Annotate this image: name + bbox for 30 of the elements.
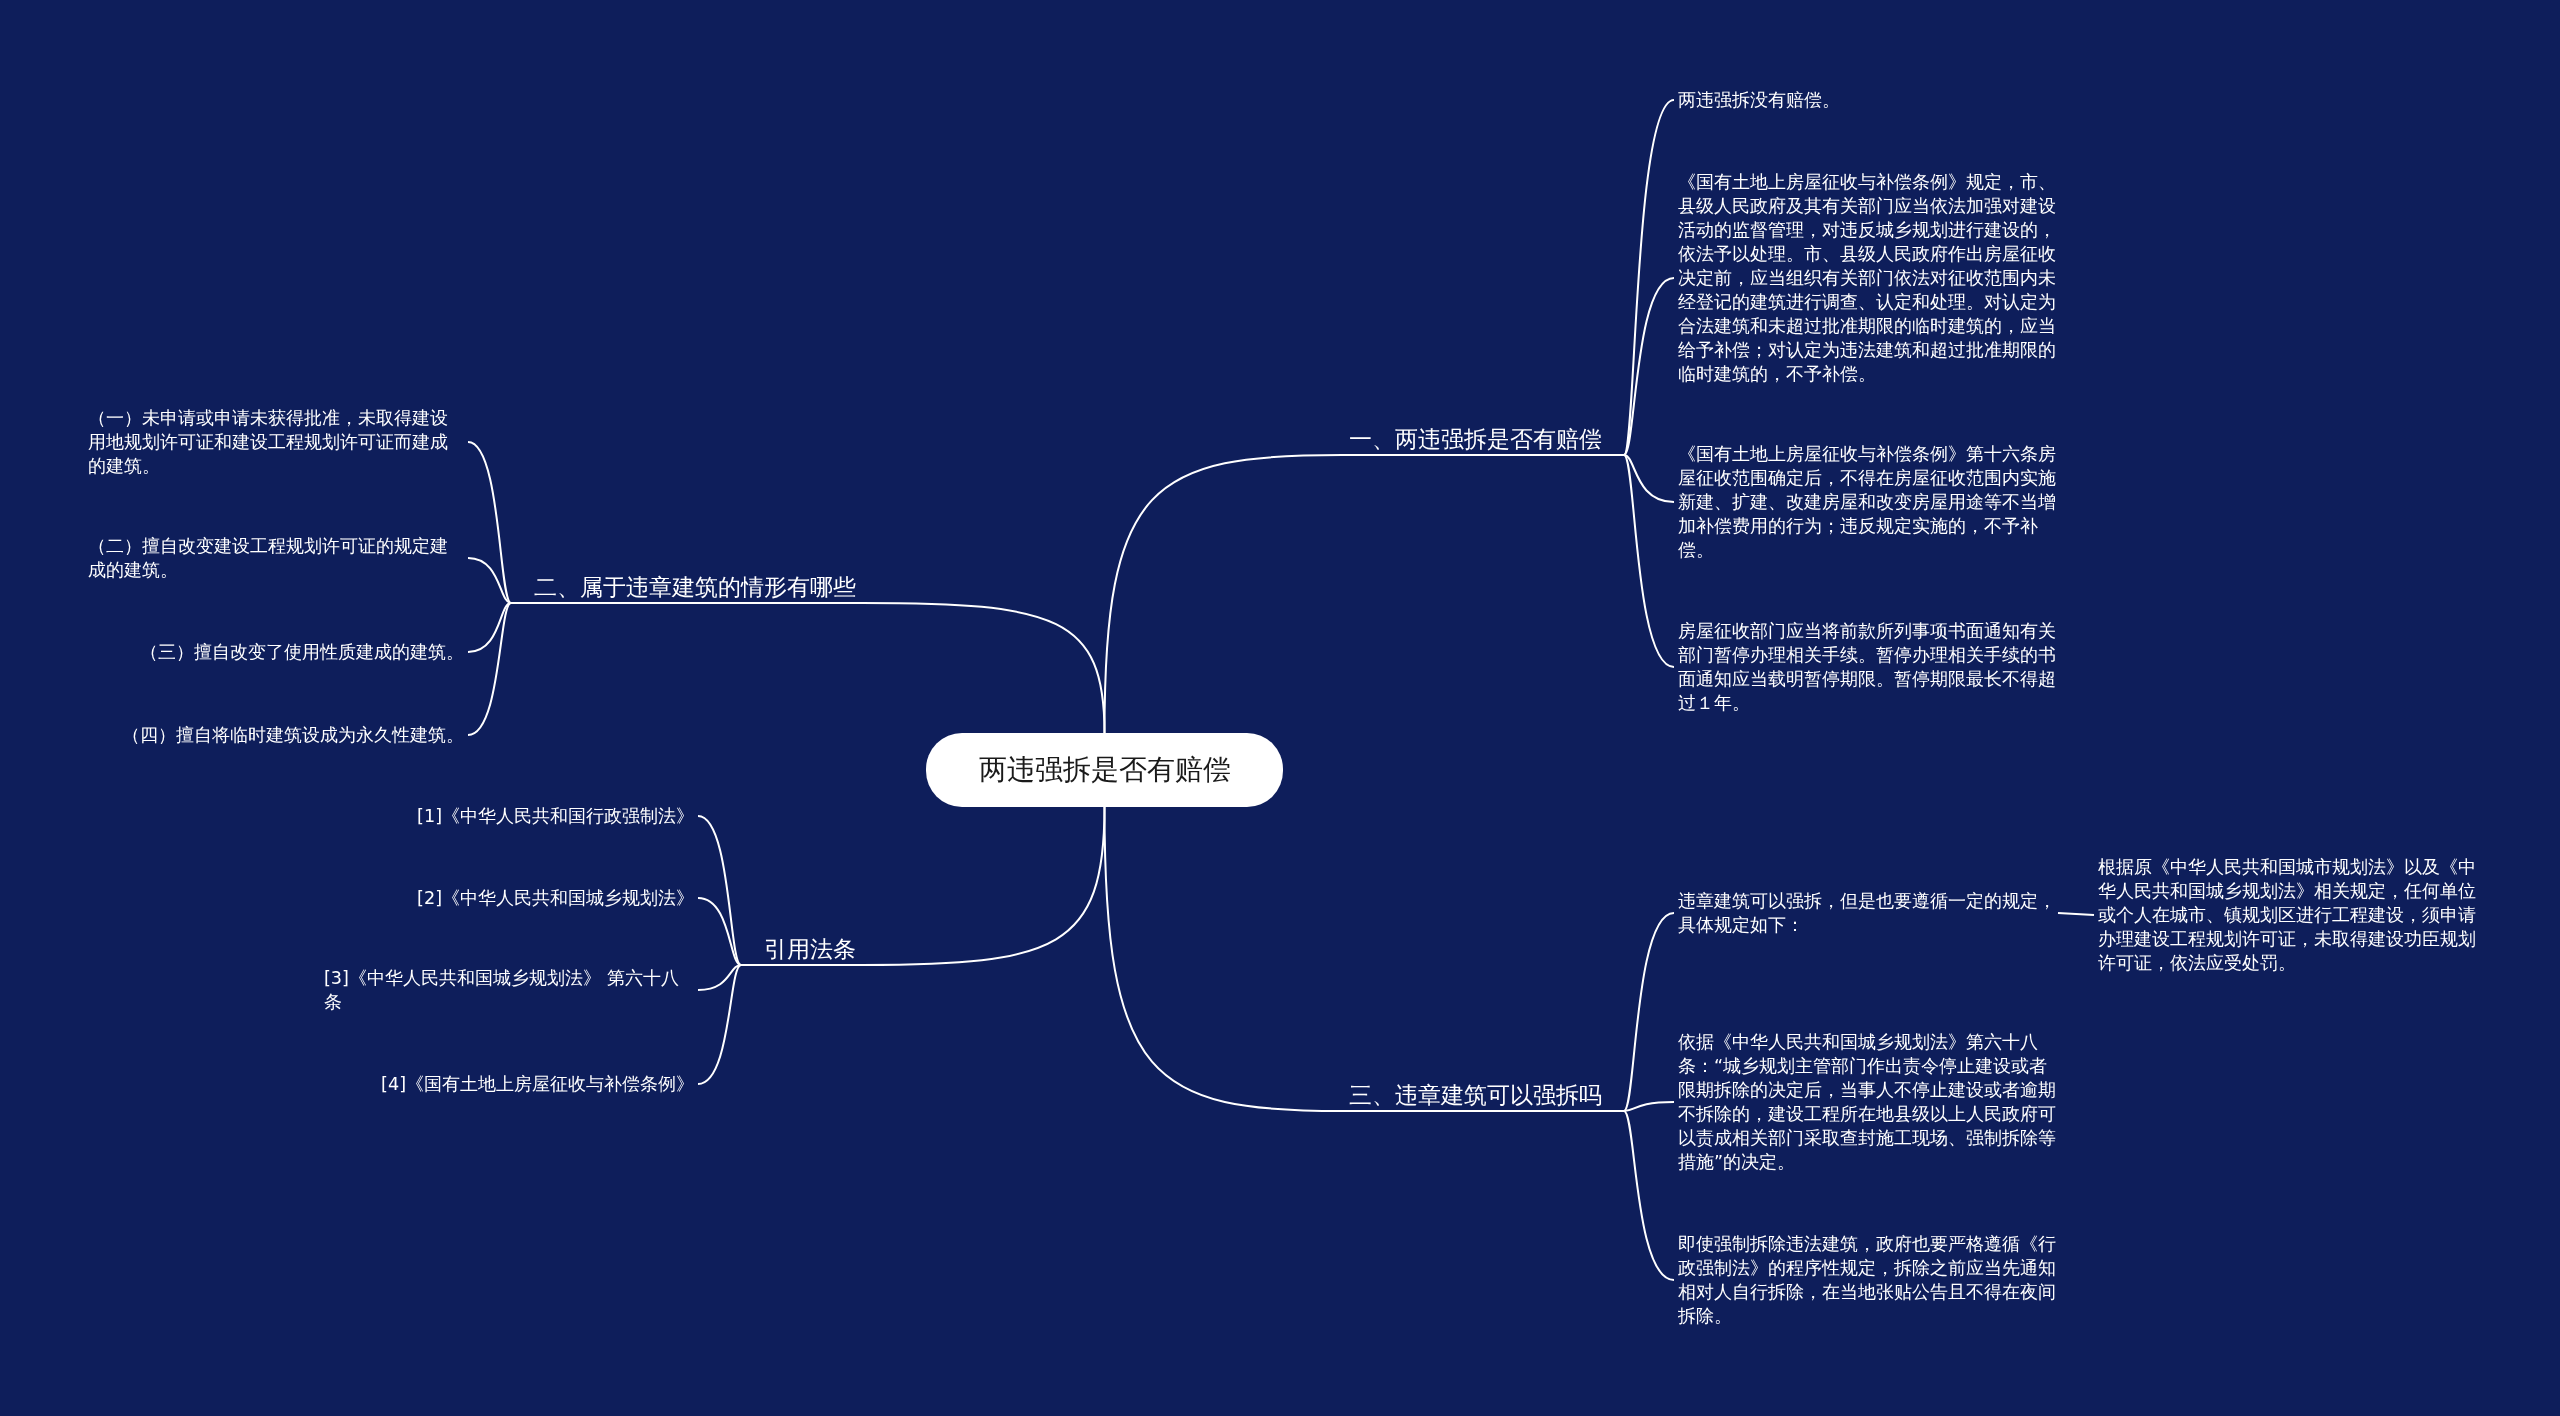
note-text: 房屋征收部门应当将前款所列事项书面通知有关部门暂停办理相关手续。暂停办理相关手续的书面通知应当载明暂停期限。暂停期限最长不得超过１年。 (1678, 619, 2058, 715)
note-text: [3]《中华人民共和国城乡规划法》 第六十八条 (324, 966, 694, 1014)
connector-line (861, 602, 1106, 734)
branch-topic: 二、属于违章建筑的情形有哪些 (527, 572, 862, 604)
connector-line (1607, 454, 1675, 668)
connector-line (861, 806, 1106, 966)
connector-line (467, 602, 528, 736)
note-text: （一）未申请或申请未获得批准，未取得建设用地规划许可证和建设工程规划许可证而建成的建筑。 (88, 406, 464, 478)
note-text: （四）擅自将临时建筑设成为永久性建筑。 (100, 723, 464, 747)
branch-topic: 三、违章建筑可以强拆吗 (1342, 1080, 1608, 1112)
branch-topic: 引用法条 (757, 934, 862, 966)
note-text: [2]《中华人民共和国城乡规划法》 (320, 886, 694, 910)
note-text: [4]《国有土地上房屋征收与补偿条例》 (320, 1072, 694, 1096)
note-text: 依据《中华人民共和国城乡规划法》第六十八条：“城乡规划主管部门作出责令停止建设或者限期拆除的决定后，当事人不停止建设或者逾期不拆除的，建设工程所在地县级以上人民政府可以责成相关部门采取查封施工现场、强制拆除等措施”的决定。 (1678, 1030, 2058, 1174)
branch-topic: 一、两违强拆是否有赔偿 (1342, 424, 1608, 456)
connector-line (1103, 806, 1343, 1112)
central-topic-box: 两违强拆是否有赔偿 (926, 733, 1283, 807)
note-text: 两违强拆没有赔偿。 (1678, 88, 2058, 112)
note-text: [1]《中华人民共和国行政强制法》 (320, 804, 694, 828)
connector-line (1607, 1110, 1675, 1281)
note-text: 违章建筑可以强拆，但是也要遵循一定的规定，具体规定如下： (1678, 889, 2058, 937)
note-text: 根据原《中华人民共和国城市规划法》以及《中华人民共和国城乡规划法》相关规定，任何单位或个人在城市、镇规划区进行工程建设，须申请办理建设工程规划许可证，未取得建设功臣规划许可证，依法应受处罚。 (2098, 855, 2478, 975)
note-text: 《国有土地上房屋征收与补偿条例》第十六条房屋征收范围确定后，不得在房屋征收范围内实施新建、扩建、改建房屋和改变房屋用途等不当增加补偿费用的行为；违反规定实施的，不予补偿。 (1678, 442, 2058, 562)
connector-line (697, 964, 758, 1085)
note-text: 《国有土地上房屋征收与补偿条例》规定，市、县级人民政府及其有关部门应当依法加强对建设活动的监督管理，对违反城乡规划进行建设的，依法予以处理。市、县级人民政府作出房屋征收决定前，应当组织有关部门依法对征收范围内未经登记的建筑进行调查、认定和处理。对认定为合法建筑和未超过批准期限的临时建筑的，应当给予补偿；对认定为违法建筑和超过批准期限的临时建筑的，不予补偿。 (1678, 170, 2058, 386)
note-text: （三）擅自改变了使用性质建成的建筑。 (100, 640, 464, 664)
note-text: 即使强制拆除违法建筑，政府也要严格遵循《行政强制法》的程序性规定，拆除之前应当先通知相对人自行拆除，在当地张贴公告且不得在夜间拆除。 (1678, 1232, 2058, 1328)
connector-line (2057, 912, 2095, 916)
connector-line (1103, 454, 1343, 734)
note-text: （二）擅自改变建设工程规划许可证的规定建成的建筑。 (88, 534, 464, 582)
